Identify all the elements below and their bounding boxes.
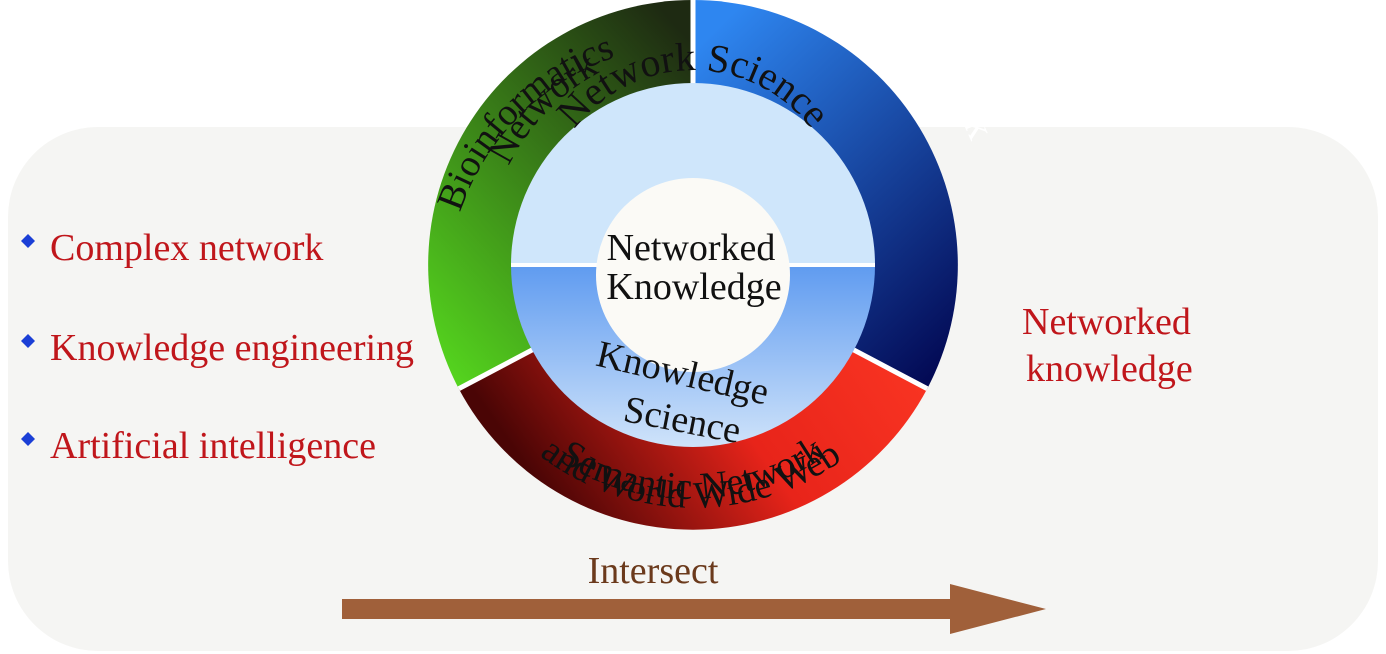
bullet-diamond-icon [21, 432, 35, 446]
list-item-label: Complex network [50, 227, 323, 269]
left-list: Complex network Knowledge engineering Ar… [21, 227, 414, 467]
list-item: Complex network [21, 227, 323, 269]
right-label-line2: knowledge [1026, 348, 1193, 390]
bullet-diamond-icon [21, 334, 35, 348]
network-science-ring [511, 83, 875, 265]
list-item-label: Artificial intelligence [50, 425, 376, 467]
right-label-line1: Networked [1022, 301, 1191, 343]
list-item: Knowledge engineering [21, 327, 414, 369]
center-disc [596, 178, 790, 372]
list-item: Artificial intelligence [21, 425, 376, 467]
bullet-diamond-icon [21, 234, 35, 248]
intersect-arrow [342, 584, 1046, 634]
center-title-line1: Networked [607, 227, 776, 269]
list-item-label: Knowledge engineering [50, 327, 414, 369]
center-title-line2: Knowledge [606, 266, 781, 308]
arrow-label: Intersect [588, 550, 719, 592]
